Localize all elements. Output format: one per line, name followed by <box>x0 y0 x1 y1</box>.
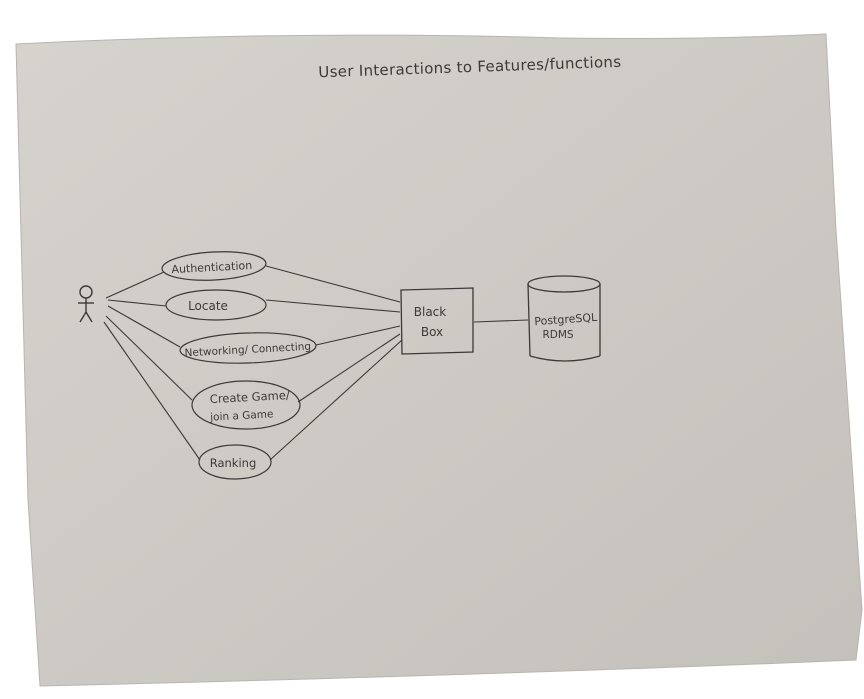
usecase-ranking: Ranking <box>198 444 272 480</box>
line-blackbox-database <box>473 319 529 323</box>
usecase-create-game-label-line2: join a Game <box>209 408 274 423</box>
actor-stick-figure <box>78 285 94 323</box>
usecase-create-game: Create Game/ join a Game <box>191 380 301 430</box>
line-networking-blackbox <box>315 325 401 346</box>
line-actor-authentication <box>105 271 165 299</box>
line-authentication-blackbox <box>265 265 401 303</box>
line-create-game-blackbox <box>297 333 401 403</box>
database-label-line2: RDMS <box>542 329 573 341</box>
database-label-line1: PostgreSQL <box>534 311 598 328</box>
line-ranking-blackbox <box>269 339 403 461</box>
usecase-locate: Locate <box>165 289 267 321</box>
paper-sheet <box>15 33 863 687</box>
database-cylinder: PostgreSQL RDMS <box>527 275 601 362</box>
line-actor-ranking <box>103 321 201 461</box>
line-locate-blackbox <box>265 299 401 313</box>
black-box-label-line2: Box <box>421 325 443 339</box>
usecase-create-game-label-line1: Create Game/ <box>209 388 290 406</box>
usecase-authentication-label: Authentication <box>171 259 252 276</box>
usecase-ranking-label: Ranking <box>210 456 257 470</box>
usecase-connections <box>265 265 529 461</box>
line-actor-locate <box>107 299 167 307</box>
line-actor-networking <box>107 305 181 348</box>
usecase-locate-label: Locate <box>188 299 228 313</box>
actor-connections <box>103 271 201 461</box>
black-box: Black Box <box>400 287 474 355</box>
usecase-authentication: Authentication <box>161 251 267 281</box>
line-actor-create-game <box>105 315 193 401</box>
black-box-label-line1: Black <box>414 305 447 319</box>
